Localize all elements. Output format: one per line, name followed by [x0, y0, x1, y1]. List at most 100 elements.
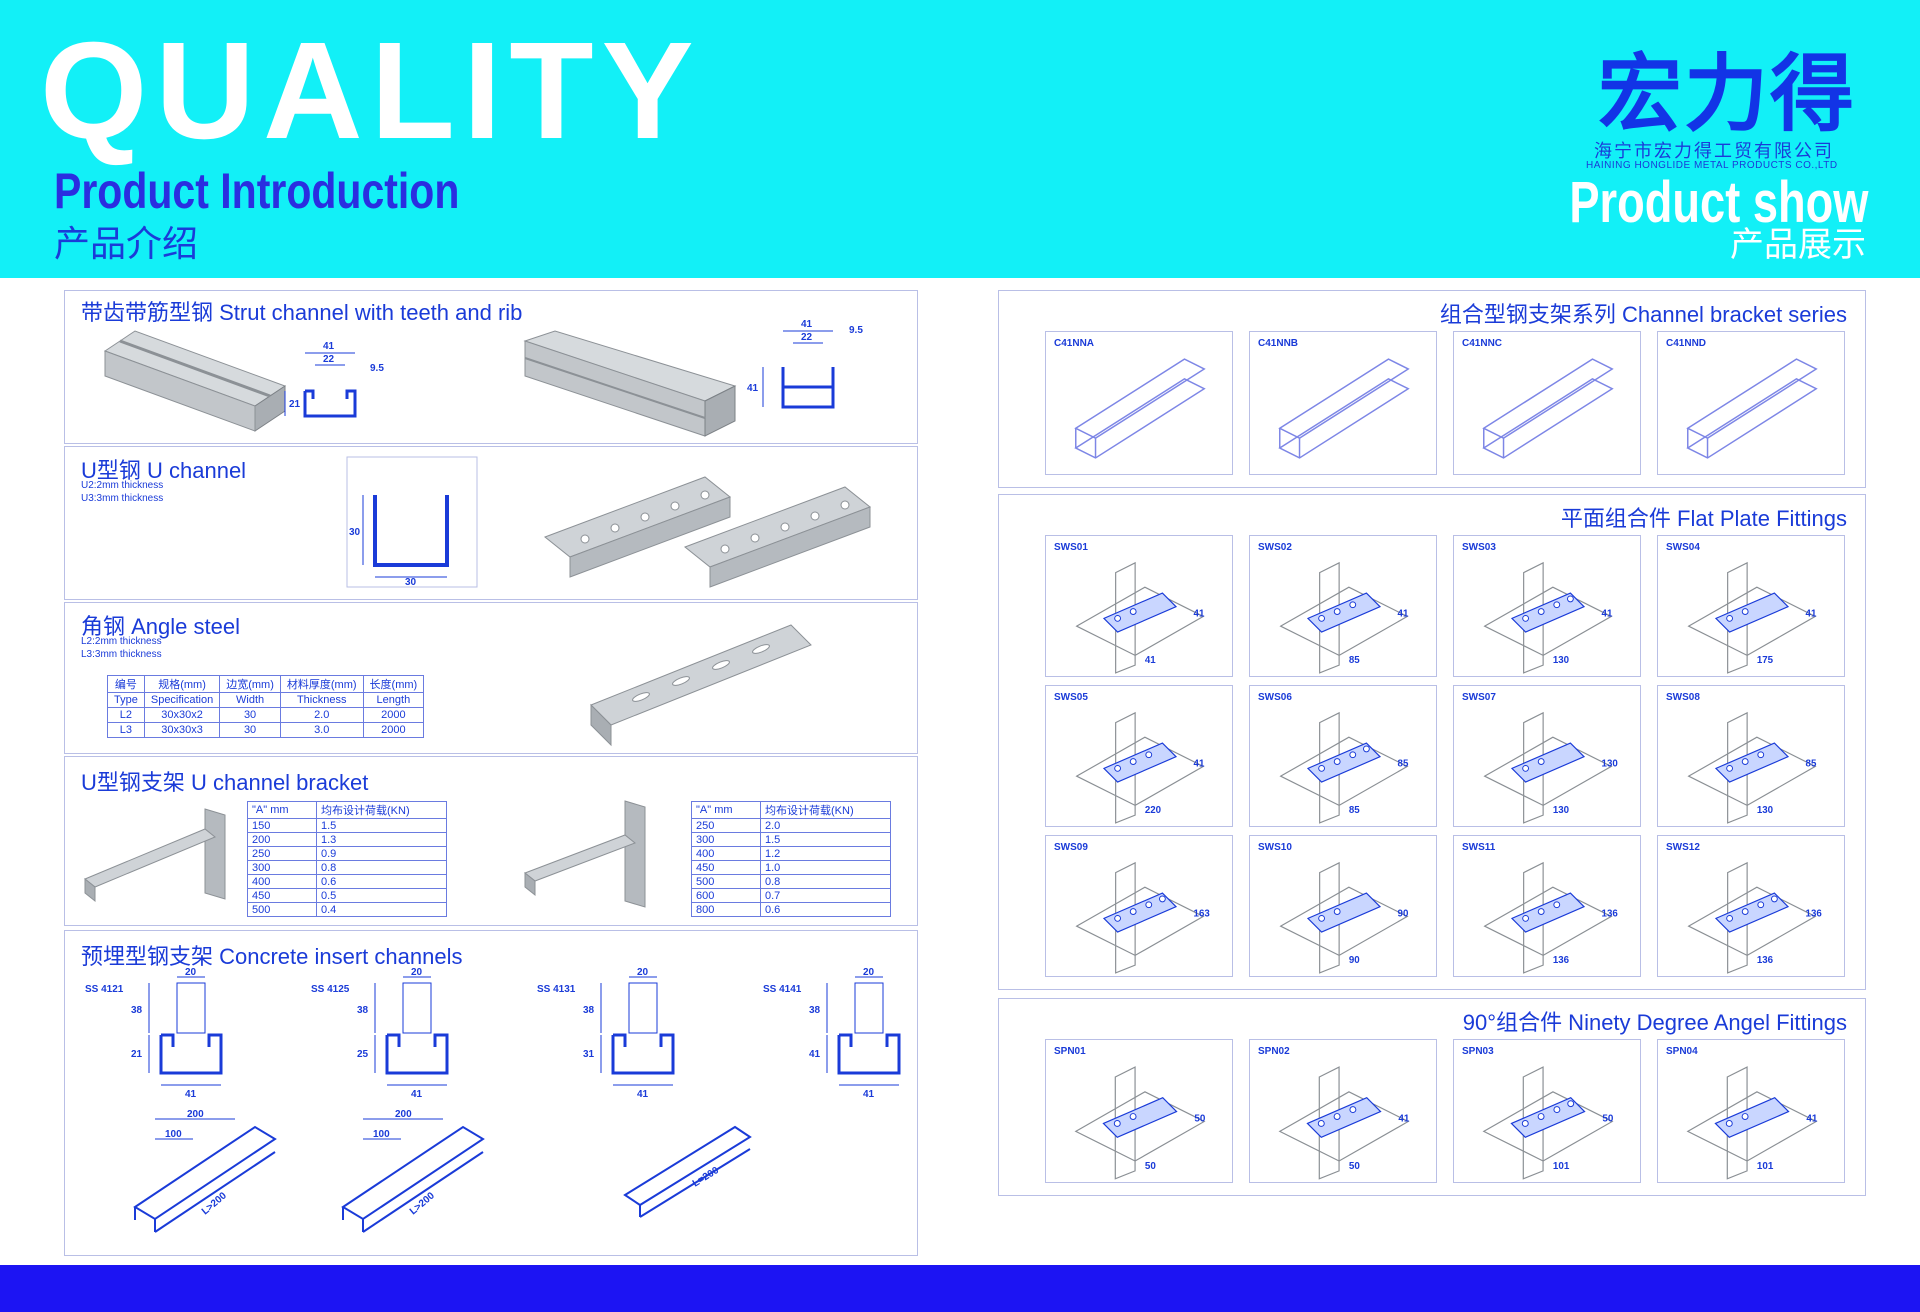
- fitting-dimension: 85: [1349, 805, 1360, 816]
- fitting-code: C41NNA: [1054, 338, 1095, 349]
- concrete-len-a-200: 200: [187, 1109, 204, 1120]
- fitting-dimension: 136: [1806, 908, 1823, 919]
- u-channel-dim-width: 30: [405, 577, 417, 588]
- fitting-code: SWS04: [1666, 542, 1700, 553]
- fitting-dimension: 130: [1553, 805, 1569, 816]
- fitting-dimension: 41: [1806, 1113, 1817, 1124]
- fitting-code: SWS08: [1666, 692, 1700, 703]
- concrete-dim-h1: 38: [357, 1005, 369, 1016]
- angle-note-l2: L2:2mm thickness: [81, 636, 162, 647]
- quality-heading: QUALITY: [40, 14, 702, 168]
- fitting-dimension: 130: [1553, 655, 1569, 666]
- u-channel-dim-height: 30: [349, 527, 361, 538]
- fitting-code: SWS02: [1258, 542, 1292, 553]
- concrete-dim-h2: 21: [131, 1049, 143, 1060]
- fp-card[interactable]: SWS02 41 85: [1249, 535, 1437, 677]
- strut-section-drawing-a: 41 22 9.5 21: [284, 341, 384, 418]
- concrete-dim-h1: 38: [809, 1005, 821, 1016]
- fitting-code: SPN01: [1054, 1046, 1086, 1057]
- strut-a-dim-lip: 9.5: [370, 363, 384, 374]
- fitting-code: SWS05: [1054, 692, 1088, 703]
- cb-card[interactable]: C41NND: [1657, 331, 1845, 475]
- fitting-code: C41NNC: [1462, 338, 1503, 349]
- angle-steel-panel: 角钢 Angle steel L2:2mm thickness L3:3mm t…: [64, 602, 918, 754]
- concrete-dim-w: 20: [411, 967, 423, 978]
- concrete-len-a-100: 100: [165, 1129, 182, 1140]
- fitting-dimension: 90: [1398, 908, 1409, 919]
- fitting-code: C41NND: [1666, 338, 1707, 349]
- header-banner: QUALITY Product Introduction 产品介绍 宏力得 海宁…: [0, 0, 1920, 278]
- ninety-degree-fittings-panel: 90°组合件 Ninety Degree Angel Fittings SPN0…: [998, 998, 1866, 1196]
- fitting-drawing: [1278, 358, 1410, 459]
- fitting-dimension: 85: [1349, 655, 1360, 666]
- cb-card[interactable]: C41NNC: [1453, 331, 1641, 475]
- u-channel-bracket-title: U型钢支架 U channel bracket: [81, 770, 369, 795]
- company-name-cn: 海宁市宏力得工贸有限公司: [1594, 141, 1834, 161]
- concrete-dim-h1: 38: [131, 1005, 143, 1016]
- fitting-code: SWS11: [1462, 842, 1496, 853]
- angle-note-l3: L3:3mm thickness: [81, 649, 162, 660]
- concrete-dim-h2: 31: [583, 1049, 595, 1060]
- concrete-dim-base: 41: [637, 1089, 649, 1100]
- concrete-len-b-l: L>200: [408, 1190, 437, 1217]
- fitting-dimension: 136: [1602, 908, 1619, 919]
- fitting-drawing: [1482, 358, 1614, 459]
- concrete-length-drawing-c: L=200: [623, 1125, 752, 1218]
- fitting-drawing: 41 85: [1279, 561, 1409, 674]
- u-bracket-image-b: [524, 800, 646, 908]
- concrete-dim-w: 20: [185, 967, 197, 978]
- strut-channel-panel: 带齿带筋型钢 Strut channel with teeth and rib …: [64, 290, 918, 444]
- concrete-len-b-200: 200: [395, 1109, 412, 1120]
- fitting-code: SPN04: [1666, 1046, 1698, 1057]
- fitting-dimension: 41: [1145, 655, 1156, 666]
- fitting-code: SPN03: [1462, 1046, 1494, 1057]
- fitting-code: SWS03: [1462, 542, 1496, 553]
- fitting-dimension: 130: [1602, 758, 1618, 769]
- fitting-dimension: 130: [1757, 805, 1773, 816]
- fitting-code: SWS01: [1054, 542, 1088, 553]
- cb-card[interactable]: C41NNA: [1045, 331, 1233, 475]
- angle-steel-image: [590, 624, 812, 747]
- product-introduction-cn: 产品介绍: [54, 223, 199, 264]
- strut-b-dim-lip: 9.5: [849, 325, 863, 336]
- product-show-title: Product show: [1568, 170, 1868, 235]
- fitting-dimension: 220: [1145, 805, 1161, 816]
- strut-channel-image: [103, 330, 287, 432]
- fitting-code: SWS07: [1462, 692, 1496, 703]
- concrete-dim-w: 20: [863, 967, 875, 978]
- concrete-dim-h2: 25: [357, 1049, 369, 1060]
- concrete-length-drawing-a: 200 100 L>200: [133, 1109, 277, 1233]
- fitting-code: SWS06: [1258, 692, 1292, 703]
- cb-card[interactable]: C41NNB: [1249, 331, 1437, 475]
- fitting-dimension: 41: [1398, 608, 1409, 619]
- concrete-item-code: SS 4141: [763, 984, 802, 995]
- u-channel-panel: U型钢 U channel U2:2mm thickness U3:3mm th…: [64, 446, 918, 600]
- fp-card[interactable]: SWS07 130 130: [1453, 685, 1641, 827]
- concrete-insert-title: 预埋型钢支架 Concrete insert channels: [81, 944, 463, 969]
- product-show-cn: 产品展示: [1730, 226, 1866, 264]
- concrete-length-drawing-b: 200 100 L>200: [341, 1109, 485, 1233]
